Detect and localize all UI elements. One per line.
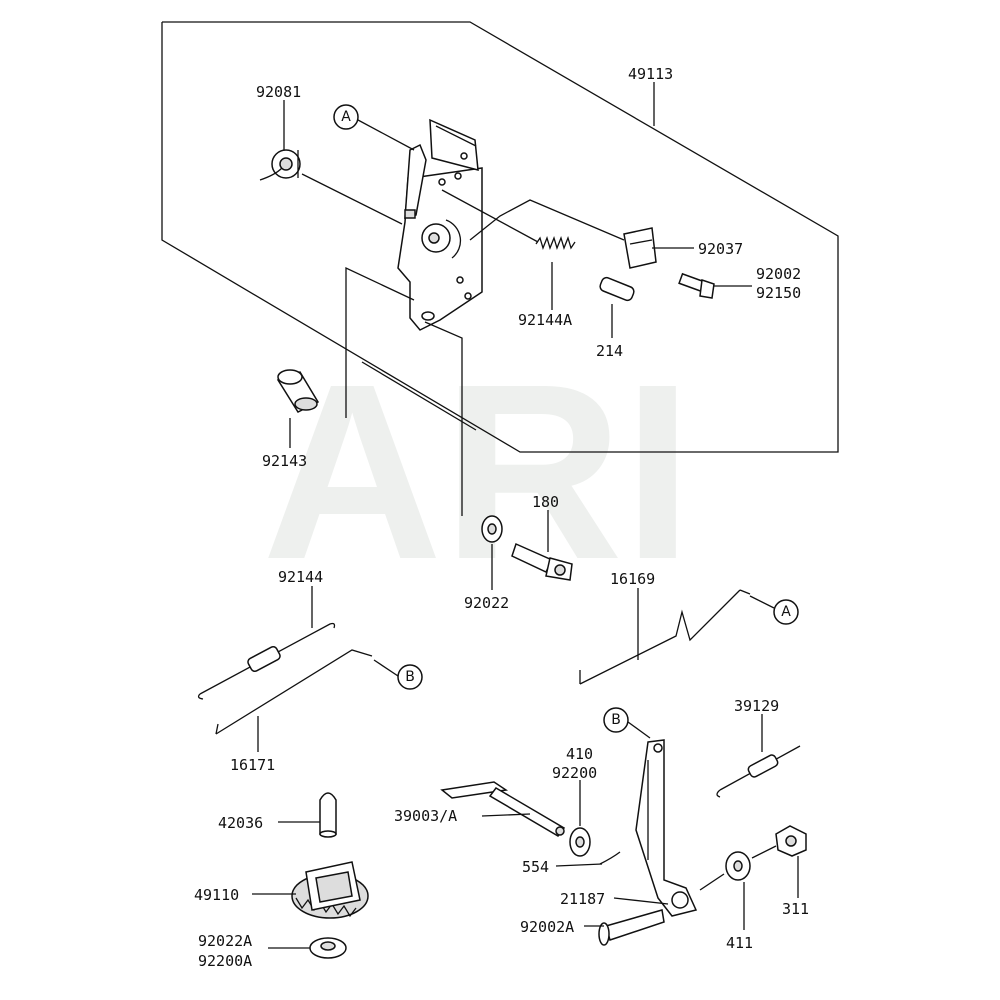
part-label-92144: 92144	[278, 568, 323, 586]
washer-411	[725, 851, 751, 881]
callout-a-right: A	[773, 599, 799, 625]
spring-39129	[716, 745, 801, 798]
part-label-49110: 49110	[194, 886, 239, 904]
leader-callout-a-right	[749, 595, 775, 609]
rod-16169	[579, 589, 751, 685]
part-label-410: 410	[566, 745, 593, 763]
washer-410	[569, 827, 591, 857]
svg-text:B: B	[611, 712, 621, 728]
part-label-92143: 92143	[262, 452, 307, 470]
watermark: ARI	[262, 332, 693, 611]
leader-92143-plate	[345, 266, 415, 418]
part-label-411: 411	[726, 934, 753, 952]
part-label-180: 180	[532, 493, 559, 511]
spring-554	[599, 851, 621, 865]
gear-49110	[291, 861, 369, 919]
leader-554	[555, 863, 603, 867]
part-label-16171: 16171	[230, 756, 275, 774]
lever-shaft-39003A	[440, 781, 566, 837]
part-label-92002: 92002	[756, 265, 801, 283]
leader-callout-b-bottom	[627, 721, 651, 739]
part-label-92081: 92081	[256, 83, 301, 101]
part-label-92150: 92150	[756, 284, 801, 302]
part-label-311: 311	[782, 900, 809, 918]
bolt-92002	[678, 272, 715, 299]
part-label-42036: 42036	[218, 814, 263, 832]
leader-spring-plate	[441, 189, 539, 243]
washer-92022	[481, 515, 503, 543]
collar-92081	[259, 149, 301, 181]
part-label-39003A: 39003/A	[394, 807, 457, 825]
clip-92037	[623, 227, 657, 269]
spring-rod-92144	[197, 622, 336, 700]
leader-lever-washer	[699, 873, 725, 891]
nut-311	[775, 825, 807, 857]
leader-21187	[613, 897, 669, 905]
part-label-92037: 92037	[698, 240, 743, 258]
callout-b-left: B	[397, 664, 423, 690]
svg-text:A: A	[781, 604, 791, 620]
svg-text:A: A	[341, 109, 351, 125]
callout-b-bottom: B	[603, 707, 629, 733]
control-bracket-plate	[397, 118, 483, 331]
part-label-92022A: 92022A	[198, 932, 252, 950]
part-label-554: 554	[522, 858, 549, 876]
part-label-92200A: 92200A	[198, 952, 252, 970]
washer-92022A	[309, 937, 347, 959]
spring-92144A	[535, 236, 576, 250]
part-label-92022: 92022	[464, 594, 509, 612]
rod-16171	[215, 649, 373, 735]
callout-a-top: A	[333, 104, 359, 130]
bolt-180	[511, 542, 573, 581]
assembly-line	[361, 361, 477, 431]
leader-callout-b-left	[373, 659, 399, 677]
leader-clip	[469, 199, 625, 241]
leader-92081-plate	[301, 173, 403, 225]
leader-washer-nut	[751, 845, 777, 859]
part-label-16169: 16169	[610, 570, 655, 588]
svg-text:B: B	[405, 669, 415, 685]
part-label-21187: 21187	[560, 890, 605, 908]
governor-lever-21187	[635, 739, 698, 917]
leader-callout-a-top	[357, 119, 415, 151]
part-label-92200: 92200	[552, 764, 597, 782]
part-label-214: 214	[596, 342, 623, 360]
part-label-49113: 49113	[628, 65, 673, 83]
part-label-92002A: 92002A	[520, 918, 574, 936]
assembly-outline	[161, 21, 839, 453]
part-label-92144A: 92144A	[518, 311, 572, 329]
leader-39003A	[481, 813, 531, 817]
stud-214	[599, 276, 635, 302]
pin-42036	[319, 792, 337, 838]
bolt-92002A	[598, 909, 665, 946]
collar-92143	[276, 369, 320, 413]
part-label-39129: 39129	[734, 697, 779, 715]
leader-92022-plate	[424, 321, 463, 516]
